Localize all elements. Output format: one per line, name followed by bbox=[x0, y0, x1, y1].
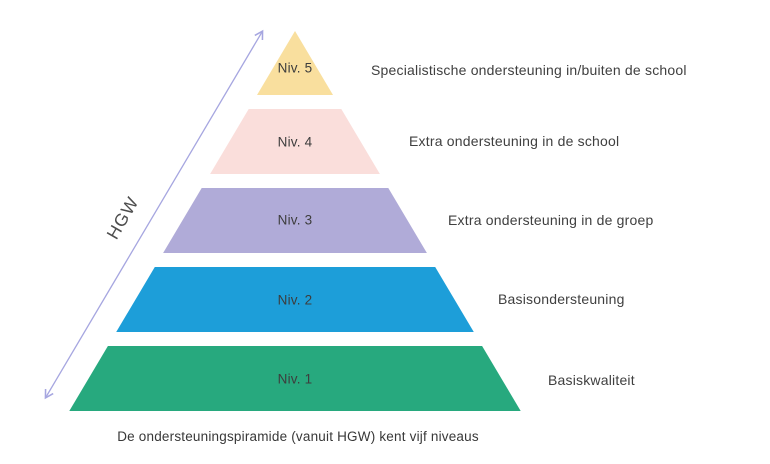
pyramid-level-4-shape bbox=[210, 109, 380, 174]
level-1-description: Basiskwaliteit bbox=[548, 372, 635, 388]
level-5-description: Specialistische ondersteuning in/buiten … bbox=[371, 62, 687, 78]
level-3-description: Extra ondersteuning in de groep bbox=[448, 212, 654, 228]
level-5-label: Niv. 5 bbox=[277, 60, 313, 76]
pyramid-level-2-shape bbox=[116, 267, 474, 332]
level-2-description: Basisondersteuning bbox=[498, 291, 625, 307]
level-4-description: Extra ondersteuning in de school bbox=[409, 133, 620, 149]
hgw-axis-arrow bbox=[44, 29, 264, 400]
level-4-label: Niv. 4 bbox=[277, 134, 313, 150]
pyramid-level-1-shape bbox=[69, 346, 521, 411]
pyramid-level-5-shape bbox=[257, 31, 333, 95]
level-1-label: Niv. 1 bbox=[277, 371, 313, 387]
diagram-caption: De ondersteuningspiramide (vanuit HGW) k… bbox=[117, 429, 479, 444]
level-3-label: Niv. 3 bbox=[277, 212, 313, 228]
pyramid-level-3-shape bbox=[163, 188, 427, 253]
level-2-label: Niv. 2 bbox=[277, 292, 313, 308]
